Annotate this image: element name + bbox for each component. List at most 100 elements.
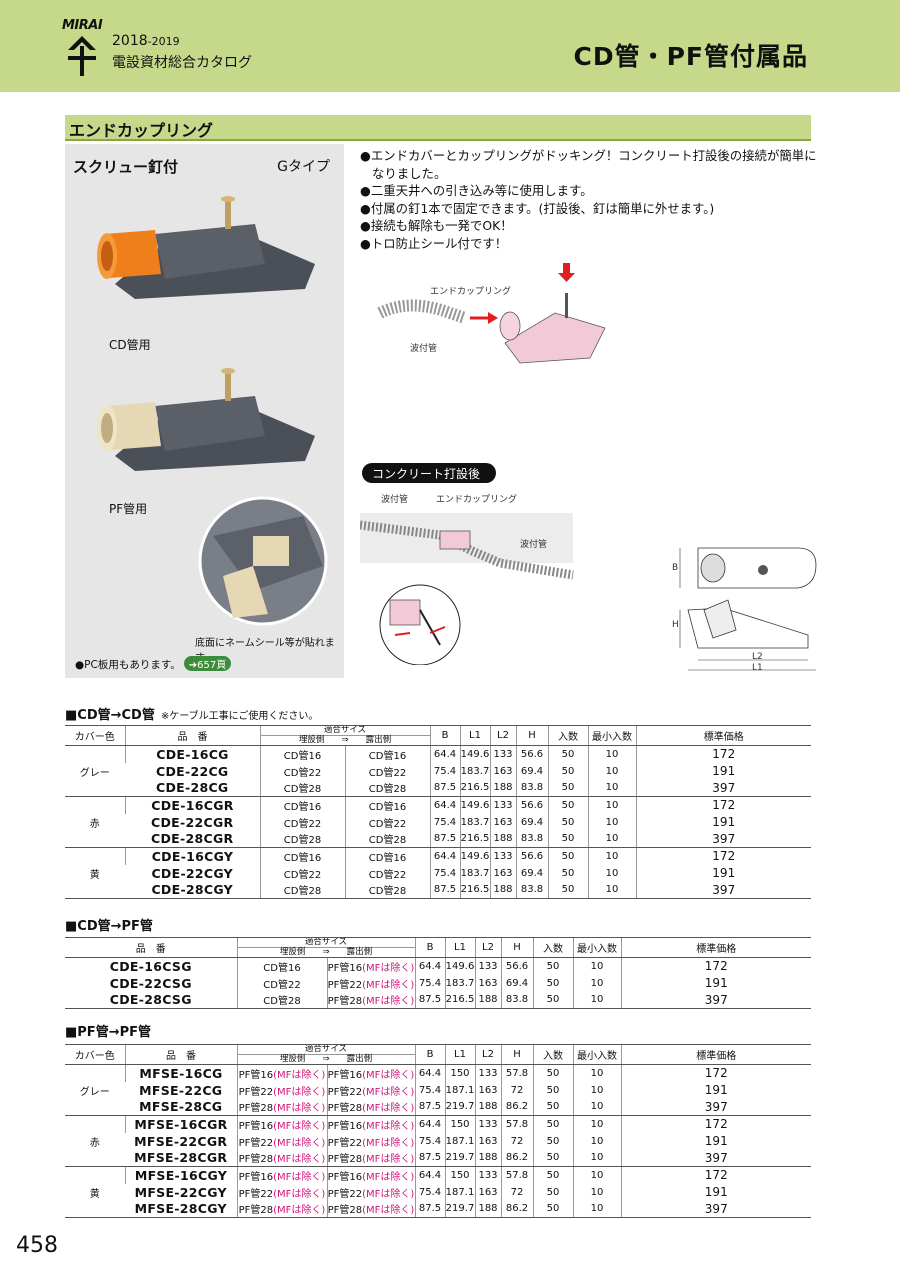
mf-excluded-note: (MFは除く) — [273, 1069, 326, 1081]
dim-h-cell: 56.6 — [515, 796, 548, 814]
col-l2: L2 — [474, 937, 501, 958]
exposed-label: 露出側 — [346, 1054, 373, 1064]
buried-size-cell-value: PF管28 — [238, 1103, 274, 1115]
dim-h-cell: 83.8 — [500, 991, 533, 1009]
buried-size-cell-value: CD管16 — [263, 962, 301, 974]
exposed-size-cell-value: PF管28 — [327, 1154, 363, 1166]
cover-color-cell: 黄 — [65, 847, 125, 899]
buried-size-cell: PF管22(MFは除く) — [236, 1132, 327, 1150]
dim-h-cell: 56.6 — [500, 957, 533, 975]
dim-l1-cell: 150 — [444, 1064, 475, 1082]
min-qty-cell: 10 — [587, 779, 636, 797]
part-number-cell: CDE-16CSG — [109, 958, 192, 974]
part-number-cell: MFSE-28CGR — [125, 1149, 237, 1167]
dim-b-cell: 87.5 — [429, 779, 460, 797]
dim-h-cell: 56.6 — [515, 745, 548, 763]
logo-icon — [68, 36, 96, 76]
dim-l1-cell: 183.7 — [459, 864, 490, 882]
after-concrete-diagram — [360, 513, 574, 665]
exposed-size-cell-value: PF管28 — [327, 996, 363, 1008]
col-h: H — [500, 1044, 533, 1065]
exposed-size-cell: CD管28 — [344, 881, 430, 899]
dim-h-cell: 83.8 — [515, 779, 548, 797]
dim-h-cell: 69.4 — [515, 813, 548, 831]
buried-size-cell: PF管16(MFは除く) — [236, 1166, 327, 1184]
buried-size-cell-value: PF管16 — [238, 1171, 274, 1183]
exposed-size-cell: PF管16(MFは除く) — [326, 1064, 415, 1082]
cover-color-cell: グレー — [65, 745, 125, 797]
dimension-drawing — [679, 547, 817, 671]
buried-size-cell: PF管22(MFは除く) — [236, 1183, 327, 1201]
min-qty-cell: 10 — [572, 974, 621, 992]
dim-h-cell: 83.8 — [515, 881, 548, 899]
buried-label: 埋設側 — [298, 735, 325, 745]
min-qty-cell: 10 — [587, 762, 636, 780]
mf-excluded-note: (MFは除く) — [362, 979, 415, 991]
qty-cell: 50 — [532, 974, 573, 992]
price-cell: 397 — [620, 1098, 811, 1116]
buried-size-cell: CD管28 — [259, 881, 345, 899]
feature-item: 接続も解除も一発でOK！ — [360, 217, 820, 235]
buried-size-cell-value: PF管28 — [238, 1154, 274, 1166]
dim-l2-cell: 163 — [474, 1081, 501, 1099]
buried-size-cell: PF管16(MFは除く) — [236, 1115, 327, 1133]
exposed-size-cell-value: CD管22 — [368, 869, 407, 881]
pc-ref-link[interactable]: ➔657頁 — [183, 656, 232, 671]
price-cell: 191 — [620, 1132, 811, 1150]
col-size: 適合サイズ埋設側 ⇒ 露出側 — [259, 725, 430, 746]
section-title-bar: エンドカップリング — [65, 115, 811, 141]
price-cell: 191 — [620, 1183, 811, 1201]
buried-size-cell: CD管22 — [259, 813, 345, 831]
install-diagram — [377, 263, 606, 364]
buried-label: 埋設側 — [279, 1054, 306, 1064]
dim-l1-cell: 150 — [444, 1166, 475, 1184]
pf-product-image — [97, 368, 315, 471]
feature-item: 付属の釘1本で固定できます。(打設後、釘は簡単に外せます。) — [360, 200, 820, 218]
pc-note-text: ●PC板用もあります。 — [75, 659, 181, 671]
mf-excluded-note: (MFは除く) — [362, 1137, 415, 1149]
col-part: 品 番 — [124, 725, 260, 746]
catalog-year: 2018-2019 — [112, 33, 180, 49]
label-pipe-2: 波付管 — [381, 495, 409, 505]
dim-h-label: H — [672, 620, 679, 630]
cd-cd-heading: ■CD管→CD管※ケーブル工事にご使用ください。 — [65, 704, 318, 723]
dim-l2-cell: 163 — [474, 974, 501, 992]
col-l2: L2 — [489, 725, 516, 746]
qty-cell: 50 — [547, 847, 588, 865]
exposed-size-cell: PF管22(MFは除く) — [326, 1132, 415, 1150]
page-number: 458 — [16, 1233, 58, 1258]
dim-l2-cell: 188 — [489, 779, 516, 797]
qty-cell: 50 — [547, 762, 588, 780]
part-number-cell: CDE-16CG — [124, 745, 260, 763]
col-l1: L1 — [459, 725, 490, 746]
arrow-label: ⇒ — [341, 735, 349, 745]
label-pipe-3: 波付管 — [520, 540, 548, 550]
dim-h-cell: 69.4 — [500, 974, 533, 992]
qty-cell: 50 — [532, 991, 573, 1009]
col-l1: L1 — [444, 1044, 475, 1065]
qty-cell: 50 — [532, 1166, 573, 1184]
pf-pf-table: カバー色 品 番 適合サイズ埋設側 ⇒ 露出側 B L1 L2 H 入数 最小入… — [65, 1044, 811, 1218]
mf-excluded-note: (MFは除く) — [362, 1154, 415, 1166]
dim-b-cell: 64.4 — [429, 847, 460, 865]
buried-size-cell-value: CD管16 — [283, 801, 322, 813]
mf-excluded-note: (MFは除く) — [273, 1137, 326, 1149]
buried-size-cell: CD管16 — [236, 957, 327, 975]
dim-h-cell: 57.8 — [500, 1064, 533, 1082]
qty-cell: 50 — [532, 1132, 573, 1150]
buried-size-cell-value: PF管22 — [238, 1137, 274, 1149]
dim-h-cell: 72 — [500, 1081, 533, 1099]
qty-cell: 50 — [532, 1115, 573, 1133]
min-qty-cell: 10 — [587, 796, 636, 814]
exposed-size-cell: CD管22 — [344, 762, 430, 780]
part-number-cell: MFSE-16CG — [124, 1064, 237, 1082]
exposed-size-cell: PF管28(MFは除く) — [326, 991, 415, 1009]
exposed-size-cell-value: PF管16 — [327, 1120, 363, 1132]
min-qty-cell: 10 — [572, 1200, 621, 1218]
exposed-size-cell-value: CD管28 — [368, 835, 407, 847]
